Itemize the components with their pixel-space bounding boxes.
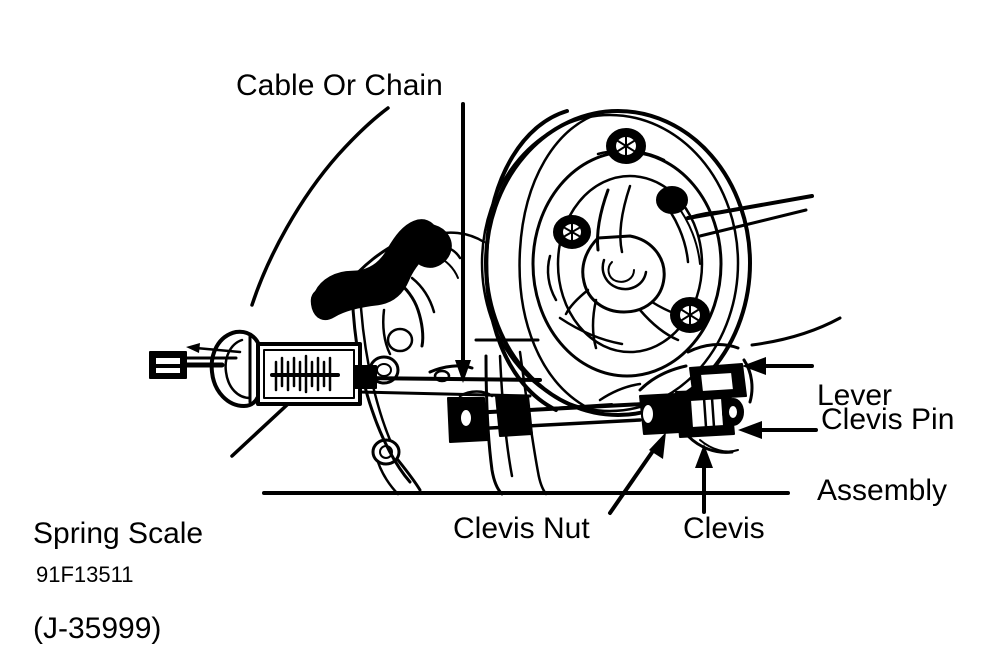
clevis-yoke: [675, 389, 735, 438]
scale-graduations-upper: [274, 354, 332, 377]
backing-plate-lower-rib: [396, 458, 422, 492]
arrowhead-clevis-pin: [738, 421, 762, 439]
clevis-pin: [722, 398, 744, 426]
clevis-nut: [639, 393, 681, 435]
hub-lower-arc: [558, 316, 624, 346]
arrowhead-clevis-nut: [649, 432, 666, 459]
clevis-linkage: [447, 343, 754, 454]
brake-drum-inner-circle: [556, 174, 704, 354]
backing-plate-left-edge: [350, 276, 412, 484]
figure-id-code: 91F13511: [36, 562, 134, 587]
backing-plate-hole-lower-inner: [379, 445, 393, 459]
axle-shaft-cap: [686, 210, 726, 220]
hub-flange: [581, 234, 666, 314]
lug-nut-right: [656, 186, 688, 214]
brake-drum-outer-rim-inner: [480, 113, 740, 413]
clevis-rod-left-cap: [458, 390, 494, 398]
callout-label-lever-assembly-line1: Lever: [817, 378, 893, 412]
cable-rod-eyelet: [433, 369, 451, 383]
hub-center-bore: [601, 258, 648, 291]
lever-assembly-top-arc: [686, 343, 740, 354]
callout-label-clevis: Clevis: [683, 512, 765, 545]
leader-lever-assembly: [742, 357, 814, 375]
spring-scale-tool: [149, 329, 377, 408]
lever-strut-down-2: [410, 276, 436, 314]
clevis-rod-highlight: [519, 403, 613, 411]
support-strut-left: [484, 354, 504, 496]
lever-assembly-right-edge: [742, 358, 754, 404]
callout-label-spring-scale: Spring Scale (J-35999): [33, 454, 203, 663]
leader-spring-scale: [230, 402, 290, 458]
axle-shaft-bottom: [698, 208, 808, 238]
callout-label-clevis-nut: Clevis Nut: [453, 512, 590, 545]
arrowhead-clevis: [695, 444, 713, 468]
lever-return-link: [382, 308, 392, 356]
clevis-bracket-tail-2: [699, 439, 739, 453]
fender-line: [250, 106, 390, 307]
lug-nut-bottom-right: [670, 297, 710, 333]
scale-graduations-lower: [274, 373, 332, 394]
pull-direction-arrow: [186, 343, 242, 354]
backing-plate-lower-rib-2: [376, 460, 400, 496]
scale-hook: [149, 351, 225, 379]
leader-cable-or-chain: [455, 102, 471, 383]
hub-center-bore-inner: [607, 261, 635, 283]
scale-handle-loop-inner: [224, 338, 252, 400]
lever-assembly: [310, 219, 462, 356]
lever-handle-knob: [311, 287, 341, 313]
support-strut-right: [518, 350, 548, 496]
callout-label-lever-assembly-line2: Assembly: [817, 473, 948, 507]
lever-bracket-arm-2: [435, 255, 459, 279]
lever-strut-down: [396, 280, 425, 348]
lever-pivot-bushing: [386, 327, 414, 353]
hub-web-lower-left: [564, 288, 590, 316]
arrowhead-cable-or-chain: [455, 360, 471, 383]
clevis-rod-left-hole: [459, 408, 473, 428]
lever-assembly-bracket-window: [699, 371, 735, 393]
backing-plate-hole-lower: [371, 438, 401, 466]
hub-left-arc: [546, 254, 558, 302]
clevis-rod-left-bracket-2: [495, 395, 533, 437]
lever-assembly-left-arc: [638, 364, 688, 392]
callout-label-lever-assembly: Lever Assembly: [817, 316, 947, 570]
brake-drum-barrel-left: [484, 109, 569, 412]
leader-clevis: [695, 444, 713, 514]
hub-web-lower: [591, 298, 598, 350]
arrowhead-lever-assembly: [742, 357, 766, 375]
scale-end-fitting: [353, 365, 377, 389]
lug-nut-left: [553, 215, 591, 249]
callout-label-cable-or-chain: Cable Or Chain: [236, 69, 443, 102]
hub-web-upper-left: [596, 188, 610, 252]
callout-label-clevis-pin: Clevis Pin: [821, 403, 955, 436]
drum-edge-right: [750, 316, 842, 347]
leader-clevis-nut: [608, 432, 666, 515]
arrowhead-pull-direction: [186, 343, 200, 353]
hub-web-lower-right-2: [638, 308, 680, 342]
clevis-rod-shoulder: [598, 382, 642, 402]
hub-web-upper-left-2: [619, 184, 632, 254]
callout-label-spring-scale-line1: Spring Scale: [33, 516, 204, 550]
lever-bracket-arm: [428, 244, 462, 260]
cable-rod-collar: [428, 364, 474, 374]
lug-nut-top: [606, 128, 646, 164]
brake-drum-barrel-left-2: [518, 111, 602, 410]
leader-clevis-pin: [738, 421, 818, 439]
callout-label-spring-scale-line2: (J-35999): [33, 611, 162, 645]
